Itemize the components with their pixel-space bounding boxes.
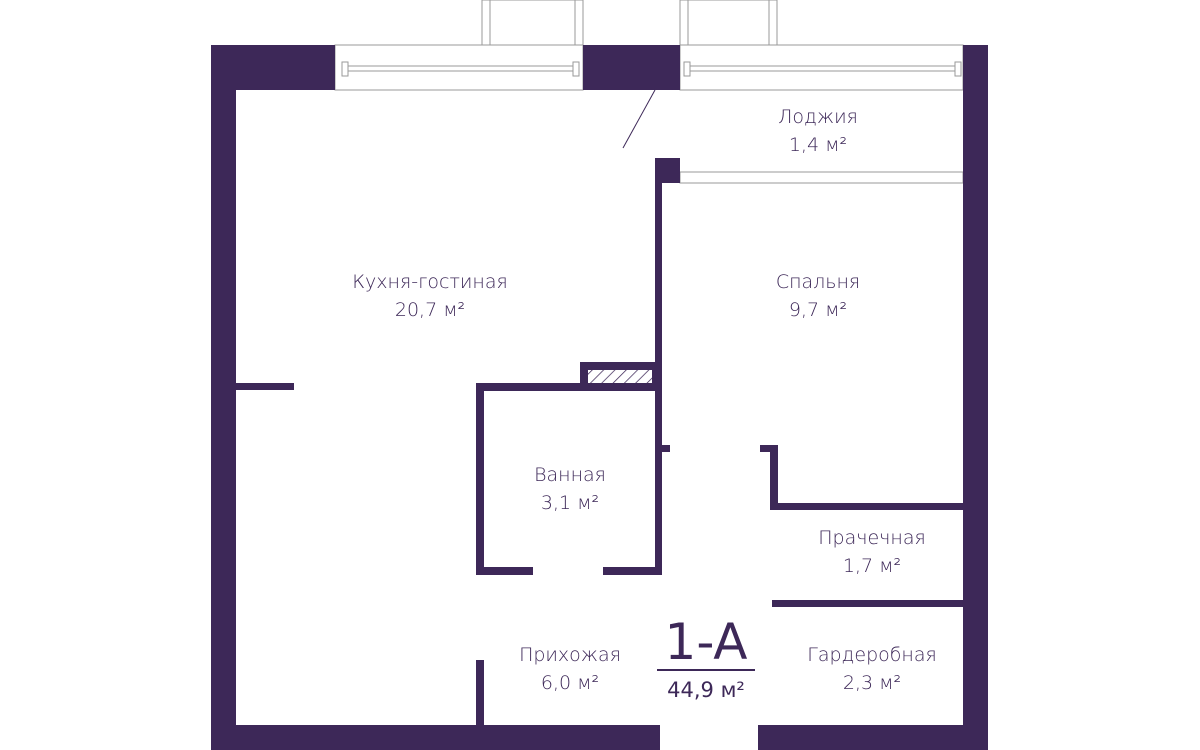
room-name: Прихожая: [519, 644, 621, 666]
window-left: [334, 44, 584, 91]
code-divider: [657, 669, 755, 671]
balcony-frame-left: [481, 0, 584, 46]
window-right: [679, 44, 964, 91]
room-area: 3,1 м²: [540, 492, 600, 514]
room-area: 1,4 м²: [788, 134, 848, 156]
room-name: Спальня: [775, 271, 861, 293]
room-name: Прачечная: [818, 527, 926, 549]
room-label-kitchen-living: Кухня-гостиная 20,7 м²: [352, 268, 507, 324]
room-label-wardrobe: Гардеробная 2,3 м²: [807, 641, 936, 697]
room-area: 20,7 м²: [394, 299, 466, 321]
room-area: 9,7 м²: [788, 299, 848, 321]
room-area: 1,7 м²: [842, 555, 902, 577]
door-swing-line: [622, 89, 656, 149]
apartment-code: 1-A: [664, 613, 748, 671]
loggia-glazing: [679, 171, 964, 184]
apartment-total-area: 44,9 м²: [667, 678, 745, 702]
room-label-bathroom: Ванная 3,1 м²: [534, 461, 606, 517]
room-name: Лоджия: [778, 106, 858, 128]
ventilation-shaft-hatch: [588, 370, 652, 383]
room-area: 2,3 м²: [842, 672, 902, 694]
room-area: 6,0 м²: [540, 672, 600, 694]
room-label-laundry: Прачечная 1,7 м²: [818, 524, 925, 580]
walls: [211, 45, 988, 750]
room-name: Гардеробная: [807, 644, 937, 666]
room-name: Ванная: [534, 464, 606, 486]
room-name: Кухня-гостиная: [352, 271, 508, 293]
pillar: [583, 45, 680, 90]
room-label-bedroom: Спальня 9,7 м²: [776, 268, 860, 324]
windows: [334, 0, 964, 184]
room-label-loggia: Лоджия 1,4 м²: [778, 103, 858, 159]
balcony-frame-right: [679, 0, 778, 46]
room-label-hallway: Прихожая 6,0 м²: [519, 641, 621, 697]
